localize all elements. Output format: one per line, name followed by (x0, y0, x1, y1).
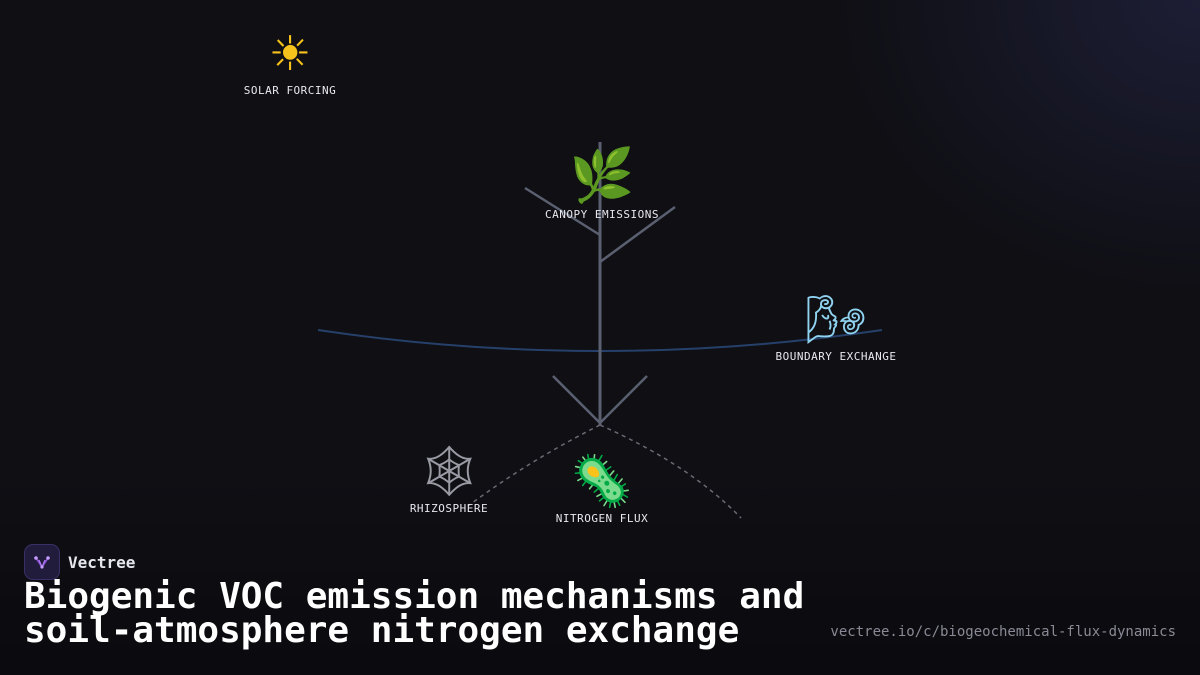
solar-forcing-node: ☀ SOLAR FORCING (180, 30, 400, 97)
herb-icon: 🌿 (569, 146, 635, 206)
nitrogen-flux-label: NITROGEN FLUX (555, 512, 649, 525)
wind-face-icon: 🌬 (805, 292, 867, 348)
root-path-right (599, 424, 742, 519)
root-path-left (467, 424, 601, 507)
branch-left (524, 186, 601, 237)
canopy-emissions-node: 🌿 CANOPY EMISSIONS (492, 150, 712, 221)
vectree-logo-icon (24, 544, 60, 580)
boundary-exchange-node: 🌬 BOUNDARY EXCHANGE (726, 296, 946, 363)
page-title: Biogenic VOC emission mechanisms and soi… (24, 576, 824, 651)
branch-right (599, 205, 676, 264)
rhizosphere-node: 🕸 RHIZOSPHERE (339, 446, 559, 515)
sun-icon: ☀ (268, 26, 312, 82)
rhizosphere-label: RHIZOSPHERE (409, 502, 489, 515)
title-line-2: soil-atmosphere nitrogen exchange (24, 610, 740, 651)
title-line-1: Biogenic VOC emission mechanisms and (24, 576, 805, 617)
solar-forcing-label: SOLAR FORCING (243, 84, 337, 97)
root-fork-right (599, 375, 648, 424)
brand-name: Vectree (68, 552, 136, 572)
microbe-icon: 🦠 (570, 452, 634, 510)
source-url: vectree.io/c/biogeochemical-flux-dynamic… (830, 624, 1176, 640)
brand: Vectree (24, 544, 135, 580)
nitrogen-flux-node: 🦠 NITROGEN FLUX (492, 456, 712, 525)
spider-web-icon: 🕸 (417, 442, 481, 500)
boundary-exchange-label: BOUNDARY EXCHANGE (775, 350, 897, 363)
canopy-emissions-label: CANOPY EMISSIONS (545, 208, 659, 221)
root-fork-left (552, 375, 601, 424)
